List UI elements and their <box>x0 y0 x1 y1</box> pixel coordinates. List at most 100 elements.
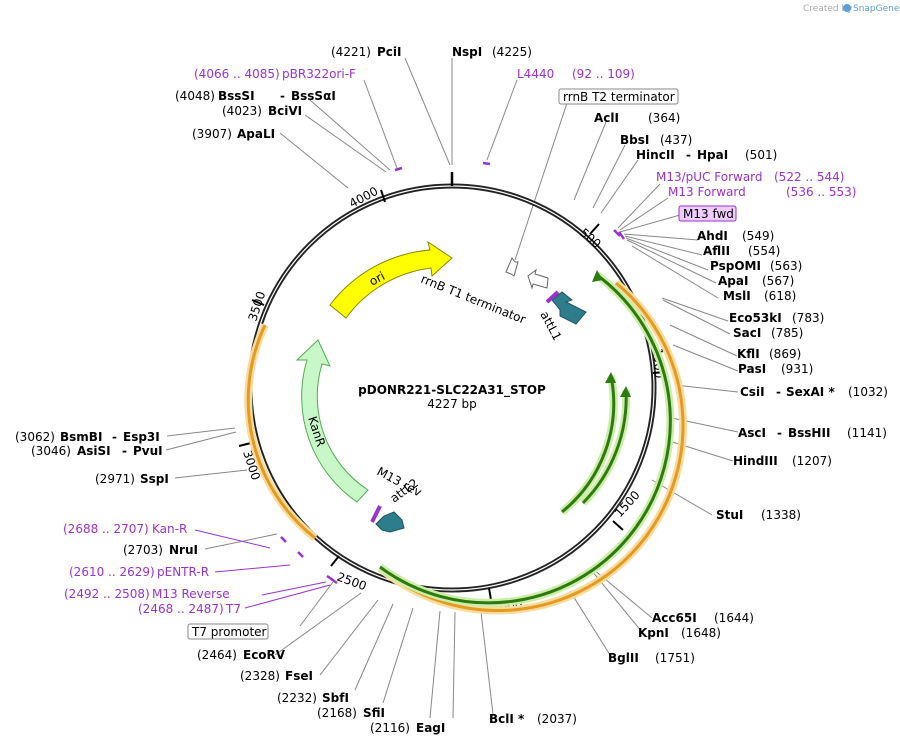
bcli-name[interactable]: BclI * <box>489 712 525 726</box>
pentr-name[interactable]: pENTR-R <box>157 565 209 579</box>
ahdi-name[interactable]: AhdI <box>697 229 728 243</box>
m13puc-range: (522 .. 544) <box>774 170 844 184</box>
rrnb-t2-label: rrnB T2 terminator <box>563 90 675 104</box>
t7-name[interactable]: T7 <box>225 602 241 616</box>
m13rev-primer-mark <box>370 505 382 523</box>
scale-ticks <box>238 189 667 601</box>
orf-green-inner-arrowhead <box>605 372 616 383</box>
ecorv-name[interactable]: EcoRV <box>243 648 286 662</box>
m13fwd-box-label: M13 fwd <box>683 207 734 221</box>
sfii-name[interactable]: SfiI <box>363 706 385 720</box>
aflii-pos: (554) <box>748 244 780 258</box>
kfli-name[interactable]: KflI <box>737 347 760 361</box>
ecorv-pos: (2464) <box>197 648 237 662</box>
credit-brand: SnapGene <box>853 4 900 14</box>
snapgene-logo-icon <box>843 4 851 12</box>
bsmbi-dash: - <box>112 430 117 444</box>
saci-name[interactable]: SacI <box>733 326 761 340</box>
m13reverse-name[interactable]: M13 Reverse <box>152 587 230 601</box>
bglii-pos: (1751) <box>655 651 695 665</box>
attl1-feature[interactable] <box>551 291 587 325</box>
csii-dash: - <box>776 385 781 399</box>
eagi-name[interactable]: EagI <box>416 721 445 735</box>
m13forward-name[interactable]: M13 Forward <box>668 185 746 199</box>
hincii-name[interactable]: HincII <box>636 148 675 162</box>
asci-pos: (1141) <box>847 426 887 440</box>
t7-promoter-label: T7 promoter <box>191 625 267 639</box>
bcivi-pos: (4023) <box>222 104 262 118</box>
csii-name[interactable]: CsiI <box>740 385 765 399</box>
ahdi-pos: (549) <box>742 229 774 243</box>
apali-pos: (3907) <box>192 127 232 141</box>
pvui-name[interactable]: PvuI <box>133 444 163 458</box>
pcii-name[interactable]: PciI <box>377 45 402 59</box>
pspomi-pos: (563) <box>770 259 802 273</box>
acli-name[interactable]: AclI <box>594 111 619 125</box>
orf-orange-outer <box>379 281 685 612</box>
aflii-name[interactable]: AflII <box>703 244 730 258</box>
attl2-feature[interactable] <box>375 511 405 533</box>
rrnb-t2-arrow[interactable] <box>505 257 519 277</box>
fsei-pos: (2328) <box>240 669 280 683</box>
bcivi-name[interactable]: BciVI <box>268 104 302 118</box>
stui-pos: (1338) <box>761 508 801 522</box>
primer-marks <box>280 161 626 585</box>
bsmbi-name[interactable]: BsmBI <box>60 430 102 444</box>
eco53ki-pos: (783) <box>792 311 824 325</box>
bsmbi-pos: (3062) <box>15 430 55 444</box>
asci-name[interactable]: AscI <box>738 426 766 440</box>
primer-leader-lines <box>194 529 331 609</box>
pbr322-name[interactable]: pBR322ori-F <box>282 67 356 81</box>
rrnb-t1-arrow[interactable] <box>527 268 549 290</box>
nrui-name[interactable]: NruI <box>169 543 198 557</box>
asisi-name[interactable]: AsiSI <box>77 444 111 458</box>
nspi-pos: (4225) <box>492 45 532 59</box>
bglii-name[interactable]: BglII <box>608 651 639 665</box>
eco53ki-name[interactable]: Eco53kI <box>729 311 782 325</box>
bsssai-name[interactable]: BssSαI <box>291 89 336 103</box>
nspi-name[interactable]: NspI <box>452 45 482 59</box>
bsssi-pos: (4048) <box>175 89 215 103</box>
apali-name[interactable]: ApaLI <box>237 127 275 141</box>
hindiii-name[interactable]: HindIII <box>733 454 778 468</box>
esp3i-name[interactable]: Esp3I <box>123 430 160 444</box>
pasi-name[interactable]: PasI <box>738 362 766 376</box>
sbfi-name[interactable]: SbfI <box>322 691 349 705</box>
apai-name[interactable]: ApaI <box>718 274 748 288</box>
kanr-primer-name[interactable]: Kan-R <box>152 522 187 536</box>
credit-prefix: Created by <box>803 4 853 14</box>
hpai-name[interactable]: HpaI <box>697 148 728 162</box>
rrnb-t2-box[interactable] <box>558 88 679 105</box>
m13puc-name[interactable]: M13/pUC Forward <box>656 170 763 184</box>
fsei-name[interactable]: FseI <box>285 669 313 683</box>
saci-pos: (785) <box>771 326 803 340</box>
msli-name[interactable]: MslI <box>723 289 751 303</box>
sspi-name[interactable]: SspI <box>140 472 169 486</box>
stui-name[interactable]: StuI <box>716 508 743 522</box>
l4440-range: (92 .. 109) <box>572 67 635 81</box>
t7-promoter-box[interactable] <box>187 623 269 640</box>
eagi-pos: (2116) <box>370 721 410 735</box>
pspomi-name[interactable]: PspOMI <box>710 259 761 273</box>
apai-pos: (567) <box>762 274 794 288</box>
bsshii-name[interactable]: BssHII <box>788 426 830 440</box>
bbsi-pos: (437) <box>660 133 692 147</box>
acc65i-name[interactable]: Acc65I <box>652 611 697 625</box>
sexai-name[interactable]: SexAI * <box>786 385 835 399</box>
orf-green-inner <box>561 375 616 514</box>
ori-feature[interactable] <box>329 240 453 319</box>
kanr-feature[interactable] <box>295 339 369 503</box>
m13fwd-box[interactable] <box>678 205 737 222</box>
bsssi-name[interactable]: BssSI <box>218 89 255 103</box>
orf-green-outer <box>379 273 672 605</box>
csii-pos: (1032) <box>848 385 888 399</box>
orf-green-outer-arrowhead <box>592 270 603 282</box>
bbsi-name[interactable]: BbsI <box>620 133 649 147</box>
rrnb-t1-label: rrnB T1 terminator <box>419 272 528 327</box>
l4440-name[interactable]: L4440 <box>517 67 554 81</box>
tick-label-2500: 2500 <box>335 570 368 594</box>
kpni-name[interactable]: KpnI <box>638 626 669 640</box>
asisi-pos: (3046) <box>31 444 71 458</box>
plasmid-name: pDONR221-SLC22A31_STOP <box>358 383 546 398</box>
orf-orange-left <box>246 324 316 540</box>
